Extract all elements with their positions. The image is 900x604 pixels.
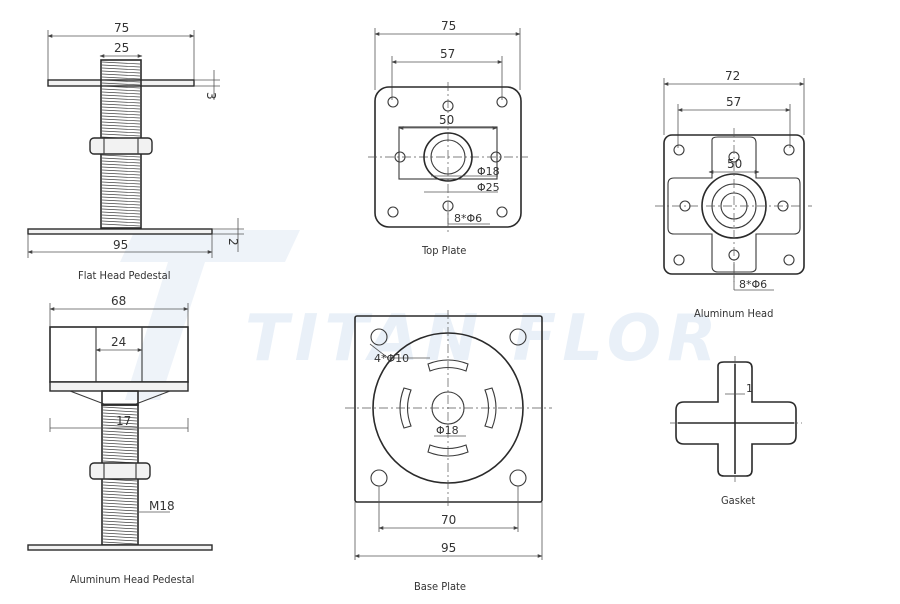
aluminum-head-dim-hole-spacing: 57 [726, 95, 741, 109]
top-plate-drawing: 75 57 50 Φ18 Φ25 8*Φ6 Top Plate [368, 19, 528, 257]
pedestal-dim-inner: 24 [111, 335, 126, 349]
top-plate-dim-inner: 50 [439, 113, 454, 127]
gasket-drawing: 1 Gasket [670, 356, 802, 507]
base-plate-dim-center: Φ18 [436, 424, 459, 437]
dim-top-width: 75 [114, 21, 129, 35]
top-plate-dim-width: 75 [441, 19, 456, 33]
caption-base-plate: Base Plate [414, 580, 466, 593]
pedestal-dim-head-width: 68 [111, 294, 126, 308]
top-plate-dim-d25: Φ25 [477, 181, 500, 194]
aluminum-head-dim-width: 72 [725, 69, 740, 83]
caption-aluminum-head-pedestal: Aluminum Head Pedestal [70, 573, 194, 586]
gasket-dim-thickness: 1 [746, 382, 753, 395]
watermark-text: TITAN FLOR [245, 302, 722, 376]
aluminum-head-drawing: 72 57 50 8*Φ6 Aluminum Head [655, 69, 812, 320]
aluminum-head-pedestal-drawing: 68 24 17 M18 Aluminum Head Pedestal [27, 294, 213, 586]
caption-top-plate: Top Plate [421, 244, 466, 257]
aluminum-head-dim-inner: 50 [727, 157, 742, 171]
caption-flat-head-pedestal: Flat Head Pedestal [78, 269, 170, 282]
pedestal-dim-shaft: 17 [116, 414, 131, 428]
dim-top-thickness: 3 [204, 92, 218, 100]
dim-base-thickness: 2 [226, 238, 240, 246]
base-plate-drawing: 4*Φ10 Φ18 70 95 Base Plate [345, 310, 552, 593]
flat-head-pedestal-drawing: 75 25 3 95 2 Flat Head Pedestal [27, 21, 244, 282]
top-plate-dim-hole-spacing: 57 [440, 47, 455, 61]
top-plate-dim-holes: 8*Φ6 [454, 212, 482, 225]
dim-base-width: 95 [113, 238, 128, 252]
base-plate-dim-hole: 4*Φ10 [374, 352, 409, 365]
pedestal-dim-thread: M18 [149, 499, 175, 513]
caption-gasket: Gasket [721, 494, 755, 507]
base-plate-dim-width: 95 [441, 541, 456, 555]
dim-thread: 25 [114, 41, 129, 55]
base-plate-dim-hole-spacing: 70 [441, 513, 456, 527]
top-plate-dim-d18: Φ18 [477, 165, 500, 178]
caption-aluminum-head: Aluminum Head [694, 307, 773, 320]
watermark: TITAN FLOR [120, 230, 722, 400]
aluminum-head-dim-holes: 8*Φ6 [739, 278, 767, 291]
